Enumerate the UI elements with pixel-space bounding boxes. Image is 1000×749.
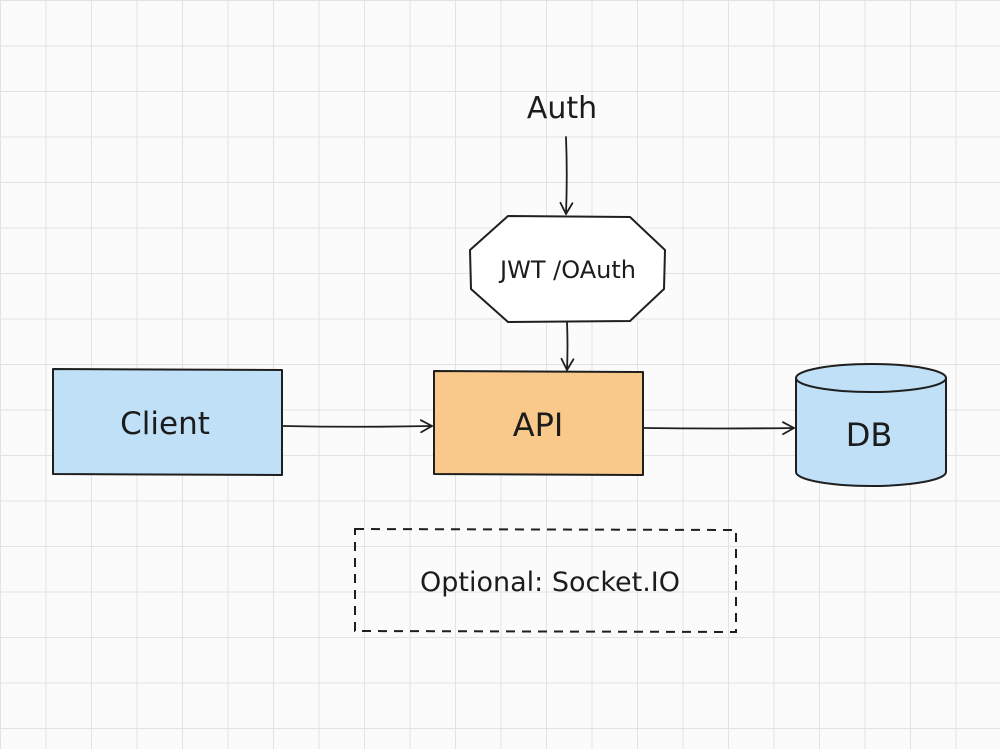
edge-auth-to-jwt: [559, 136, 574, 215]
node-jwt-shape: [469, 215, 666, 323]
edge-jwt-to-api: [560, 321, 575, 371]
edge-client-to-api: [282, 419, 433, 434]
node-db: DB: [795, 363, 947, 487]
node-socket-shape: [354, 527, 737, 634]
node-api-shape: [433, 370, 644, 476]
node-api-label: API: [513, 406, 564, 444]
edge-api-to-db: [643, 421, 795, 436]
node-jwt-oauth: JWT /OAuth: [469, 215, 666, 323]
node-client: Client: [52, 368, 283, 476]
node-socket-label: Optional: Socket.IO: [420, 567, 680, 598]
node-client-label: Client: [120, 406, 210, 442]
node-auth-label: Auth: [527, 91, 597, 126]
node-db-body: [795, 377, 947, 487]
node-api: API: [433, 370, 644, 476]
node-socket-io: Optional: Socket.IO: [354, 527, 737, 634]
node-db-label: DB: [846, 416, 893, 454]
node-db-top: [795, 363, 947, 393]
node-auth: Auth: [527, 91, 597, 126]
node-client-shape: [52, 368, 283, 476]
node-jwt-label: JWT /OAuth: [498, 256, 636, 284]
